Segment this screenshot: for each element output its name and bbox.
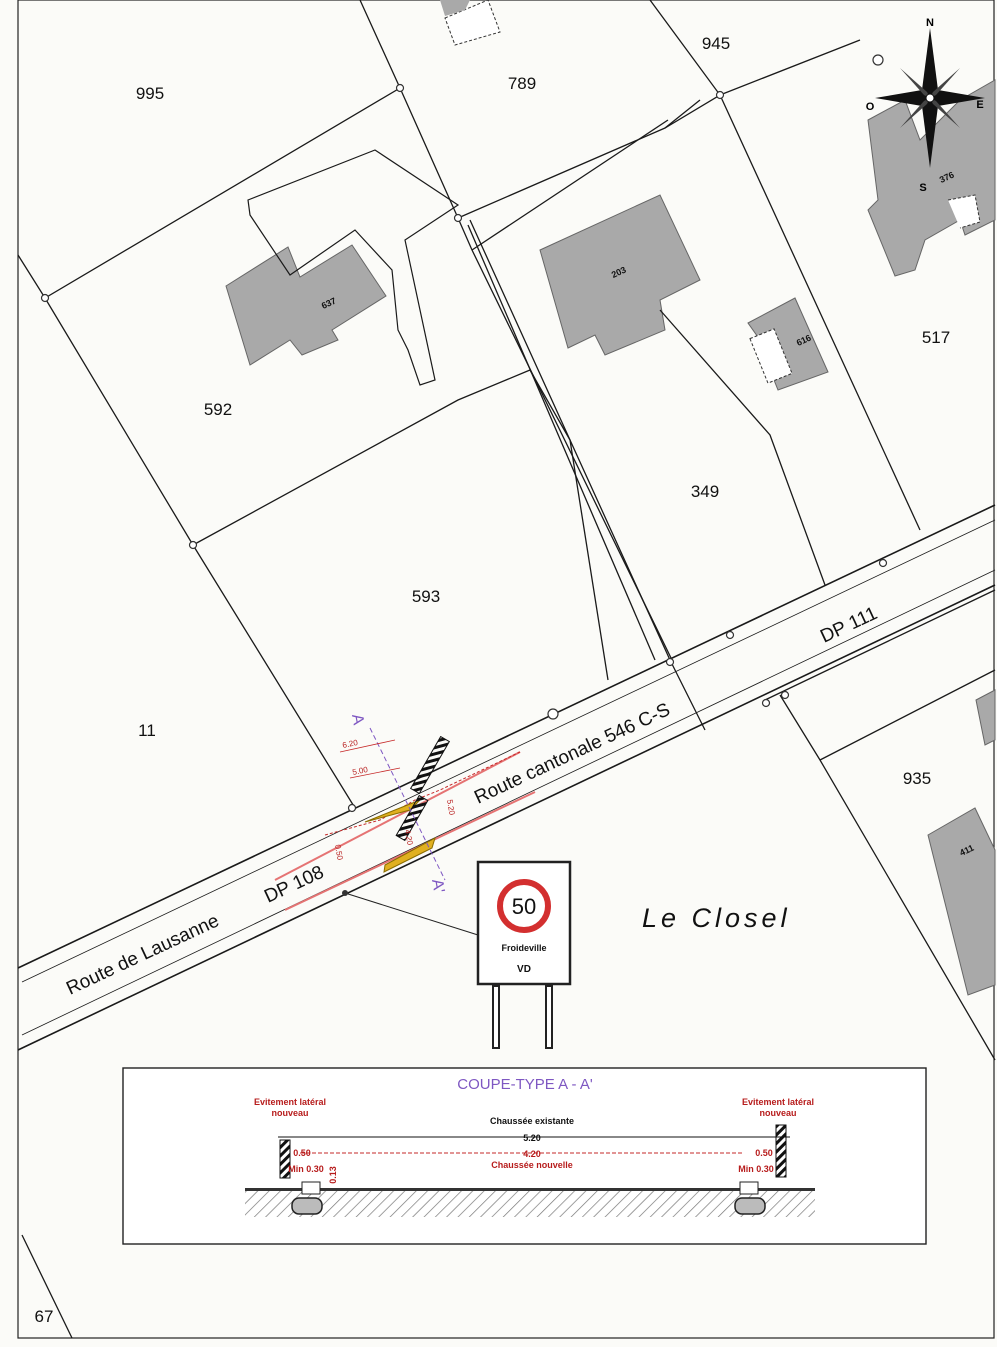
building-411 [927, 807, 996, 996]
dim-0-50: 0.50 [333, 844, 345, 861]
parcel-592: 592 [204, 400, 232, 419]
dim-5-20: 5.20 [445, 799, 457, 816]
left-offset: 0.50 [293, 1148, 311, 1158]
speed-limit-value: 50 [512, 894, 536, 919]
compass-o: O [866, 101, 875, 113]
section-title: COUPE-TYPE A - A' [457, 1076, 593, 1093]
delineator-post-lower [395, 794, 429, 842]
right-offset: 0.50 [755, 1148, 773, 1158]
buildings [225, 79, 996, 996]
left-delineator [279, 1139, 291, 1179]
right-label-line-1: Evitement latéral [742, 1097, 814, 1107]
road-labels: Route de Lausanne DP 108 Route cantonale… [63, 603, 880, 999]
new-road-label: Chaussée nouvelle [491, 1160, 573, 1170]
dim-6-20: 6.20 [342, 738, 360, 750]
section-mark-a: A [348, 713, 367, 727]
map-frame [17, 0, 995, 1339]
sign-place: Froideville [501, 943, 546, 953]
road-dp-111: DP 111 [817, 603, 880, 647]
kerb-height: 0.13 [328, 1166, 338, 1184]
locality-name: Le Closel [642, 903, 791, 933]
right-min: Min 0.30 [738, 1164, 774, 1174]
delineator-post-upper [409, 735, 451, 795]
parcel-593: 593 [412, 587, 440, 606]
cross-section-panel: COUPE-TYPE A - A' Evitement latéral nouv… [122, 1067, 927, 1245]
narrowing-plan: 6.20 5.00 4.20 5.20 0.50 A A' [274, 713, 536, 911]
parcel-789: 789 [508, 74, 536, 93]
parcel-935: 935 [903, 769, 931, 788]
road-route-de-lausanne: Route de Lausanne [63, 910, 222, 999]
parcel-67: 67 [35, 1307, 54, 1326]
dim-4-20: 4.20 [403, 829, 415, 846]
boundary-points [40, 54, 888, 813]
building-789-annex [444, 0, 501, 46]
new-width: 4.20 [523, 1149, 541, 1159]
compass-n: N [926, 17, 934, 29]
existing-width: 5.20 [523, 1133, 541, 1143]
building-789-top [440, 0, 470, 16]
parcel-517: 517 [922, 328, 950, 347]
parcel-labels: 995 789 945 592 517 349 593 11 935 67 [35, 34, 951, 1326]
dim-5-00: 5.00 [352, 765, 370, 777]
building-376-annex [947, 194, 981, 229]
section-mark-a-prime: A' [428, 878, 447, 894]
left-min: Min 0.30 [288, 1164, 324, 1174]
main-road [17, 504, 996, 1051]
building-616-annex [749, 328, 793, 384]
right-label-line-2: nouveau [759, 1108, 796, 1118]
compass-rose: N S O E [866, 17, 985, 194]
road-dp-108: DP 108 [261, 862, 327, 908]
building-edge [975, 689, 996, 746]
existing-road-label: Chaussée existante [490, 1116, 574, 1126]
building-203 [539, 194, 701, 356]
parcel-11: 11 [138, 721, 156, 740]
parcel-995: 995 [136, 84, 164, 103]
left-label-line-2: nouveau [271, 1108, 308, 1118]
compass-s: S [919, 182, 926, 194]
parcel-349: 349 [691, 482, 719, 501]
speed-sign: 50 Froideville VD [342, 860, 572, 1049]
compass-e: E [976, 99, 983, 111]
left-label-line-1: Evitement latéral [254, 1097, 326, 1107]
sign-canton: VD [517, 964, 531, 975]
right-delineator [775, 1124, 787, 1178]
building-637 [225, 244, 387, 366]
parcel-945: 945 [702, 34, 730, 53]
